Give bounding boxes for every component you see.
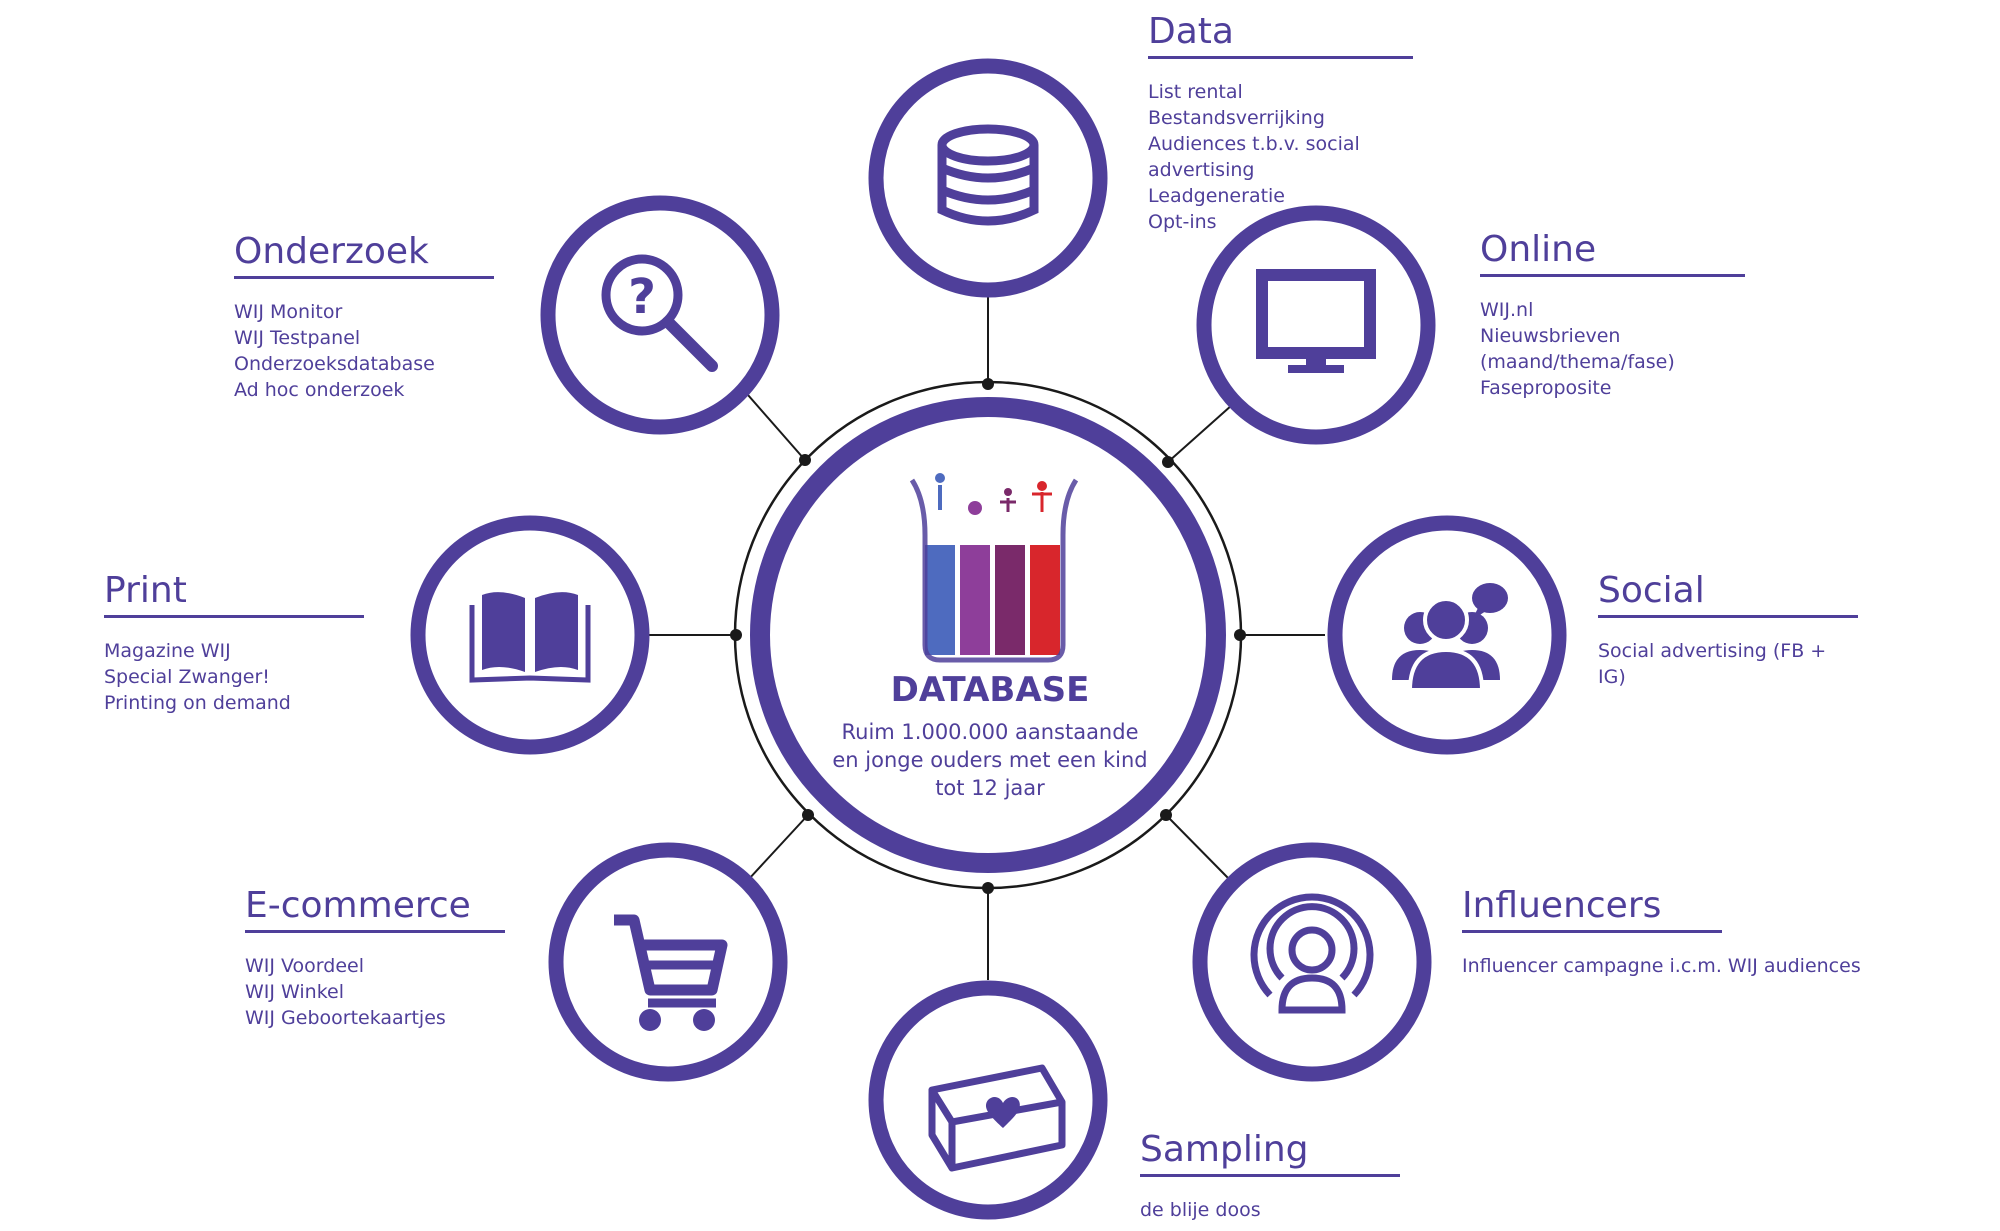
heading-onderzoek: Onderzoek [234,234,494,279]
list-item: Influencer campagne i.c.m. WIJ audiences [1462,955,1861,977]
block-data: Data List rental Bestandsverrijking Audi… [1148,14,1413,235]
list-item: Audiences t.b.v. social advertising [1148,133,1360,181]
list-ecommerce: WIJ Voordeel WIJ Winkel WIJ Geboortekaar… [245,953,505,1031]
circle-onderzoek [540,195,780,435]
list-item: Social advertising (FB + IG) [1598,640,1827,688]
list-item: Ad hoc onderzoek [234,379,405,401]
heading-sampling: Sampling [1140,1132,1400,1177]
block-online: Online WIJ.nl Nieuwsbrieven (maand/thema… [1480,232,1745,401]
circle-print [410,515,650,755]
heading-print: Print [104,573,364,618]
list-item: WIJ Voordeel [245,955,365,977]
connector-ecommerce [747,814,809,881]
cart-icon [614,914,728,1031]
list-item: Magazine WIJ [104,640,231,662]
list-social: Social advertising (FB + IG) [1598,638,1858,690]
magnifier-question-icon: ? [601,254,718,372]
connector-online [1167,404,1233,463]
list-print: Magazine WIJ Special Zwanger! Printing o… [104,638,364,716]
connector-onderzoek [747,394,806,461]
dot-print [730,629,742,641]
list-item: WIJ Winkel [245,981,345,1003]
block-ecommerce: E-commerce WIJ Voordeel WIJ Winkel WIJ G… [245,888,505,1031]
users-chat-icon [1392,583,1508,692]
list-item: Special Zwanger! [104,666,270,688]
database-logo-icon [909,473,1079,663]
center-title: DATABASE [890,670,1090,710]
list-item: Onderzoeksdatabase [234,353,435,375]
dot-sampling [982,882,994,894]
list-item: WIJ Testpanel [234,327,361,349]
list-data: List rental Bestandsverrijking Audiences… [1148,79,1413,235]
list-item: Printing on demand [104,692,291,714]
circle-online [1196,205,1436,445]
dot-online [1162,456,1174,468]
list-item: Nieuwsbrieven (maand/thema/fase) [1480,325,1675,373]
block-print: Print Magazine WIJ Special Zwanger! Prin… [104,573,364,716]
list-item: Faseproposite [1480,377,1612,399]
list-item: WIJ Geboortekaartjes [245,1007,446,1029]
block-social: Social Social advertising (FB + IG) [1598,573,1858,690]
block-onderzoek: Onderzoek WIJ Monitor WIJ Testpanel Onde… [234,234,494,403]
heading-online: Online [1480,232,1745,277]
dot-onderzoek [799,454,811,466]
list-online: WIJ.nl Nieuwsbrieven (maand/thema/fase) … [1480,297,1745,401]
book-icon [469,592,591,683]
heading-influencers: Influencers [1462,888,1722,933]
dot-influencers [1160,809,1172,821]
heading-data: Data [1148,14,1413,59]
block-sampling: Sampling de blije doos [1140,1132,1400,1223]
list-item: List rental [1148,81,1243,103]
block-influencers: Influencers Influencer campagne i.c.m. W… [1462,888,1861,979]
dot-ecommerce [802,809,814,821]
list-item: Leadgeneratie [1148,185,1285,207]
heading-social: Social [1598,573,1858,618]
connector-influencers [1165,814,1231,881]
list-item: de blije doos [1140,1199,1261,1221]
connectors [648,294,1325,980]
dot-data [982,378,994,390]
monitor-icon [1256,269,1376,373]
list-item: Bestandsverrijking [1148,107,1325,129]
database-icon [937,124,1039,226]
list-item: WIJ Monitor [234,301,343,323]
list-item: Opt-ins [1148,211,1217,233]
circle-influencers [1192,842,1432,1082]
list-sampling: de blije doos [1140,1197,1400,1223]
heart-box-icon [928,1064,1066,1172]
center-subtitle: Ruim 1.000.000 aanstaande en jonge ouder… [832,720,1148,800]
junction-dots [730,378,1246,894]
heading-ecommerce: E-commerce [245,888,505,933]
dot-social [1234,629,1246,641]
list-onderzoek: WIJ Monitor WIJ Testpanel Onderzoeksdata… [234,299,494,403]
list-item: WIJ.nl [1480,299,1534,321]
list-influencers: Influencer campagne i.c.m. WIJ audiences [1462,953,1861,979]
broadcast-person-icon [1250,893,1374,1014]
svg-text:?: ? [628,269,656,325]
